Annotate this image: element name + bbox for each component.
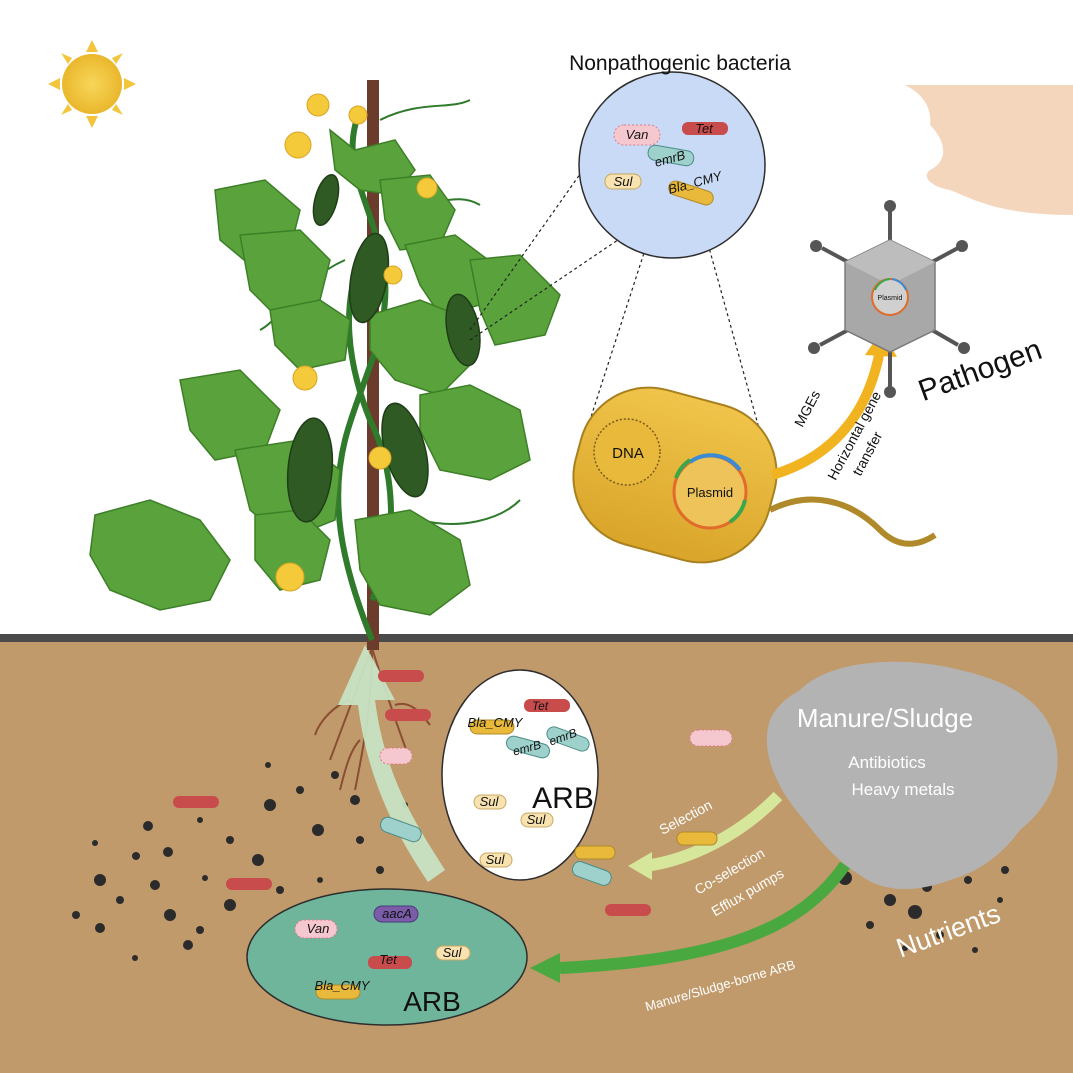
white-arb-bacteria [469, 699, 590, 868]
green-gene-aaca: aacA [382, 906, 412, 921]
hgt-arrow [770, 349, 885, 480]
manure-borne-arrowhead [530, 953, 560, 983]
green-gene-sul: Sul [443, 945, 463, 960]
phage-icon [808, 200, 970, 398]
plasmid-label: Plasmid [687, 485, 733, 500]
green-arb-label: ARB [403, 986, 461, 1017]
cucumbers [286, 173, 481, 523]
mges-label: MGEs [791, 388, 823, 430]
soil-bacteria [173, 670, 733, 916]
bacterium-bla [574, 845, 616, 860]
ground-line [0, 634, 1073, 642]
white-gene-tet: Tet [532, 699, 549, 713]
antibiotics-label: Antibiotics [848, 753, 925, 772]
sun-icon [48, 40, 136, 128]
cucumber-flowers [275, 93, 438, 592]
nonpathogenic-bacteria [604, 122, 728, 206]
white-gene-bla: Bla_CMY [468, 715, 524, 730]
bacterium-tet [378, 670, 424, 682]
white-arb-ellipse [441, 669, 599, 881]
plant-leaves [89, 128, 561, 616]
bacterium-emrb [380, 816, 422, 843]
white-gene-sul-3: Sul [486, 852, 506, 867]
human-face-icon [905, 85, 1073, 215]
bacterium-emrb [571, 861, 612, 886]
manure-sludge-blob [766, 661, 1058, 890]
bacterium-van [379, 747, 413, 765]
manure-title: Manure/Sludge [797, 703, 973, 733]
white-gene-sul-2: Sul [527, 812, 547, 827]
bacterium-van [689, 729, 733, 747]
bacterium-tet [226, 878, 272, 890]
nonpathogenic-circle [578, 71, 766, 259]
zoom-lines [469, 159, 766, 451]
green-gene-bla: Bla_CMY [315, 978, 371, 993]
bacterium-bla [676, 831, 718, 846]
white-arb-label: ARB [532, 782, 594, 815]
manure-borne-arrow [559, 861, 850, 974]
bacterium-cell [572, 386, 937, 564]
bacterium-tet [385, 709, 431, 721]
bacterium-tet [605, 904, 651, 916]
circle-gene-tet: Tet [695, 121, 714, 136]
heavy-metals-label: Heavy metals [852, 780, 955, 799]
green-gene-van: Van [307, 921, 330, 936]
selection-arrowhead [628, 852, 652, 880]
nonpathogenic-title: Nonpathogenic bacteria [569, 52, 791, 75]
uptake-arrow [338, 645, 445, 882]
phage-plasmid-label: Plasmid [878, 295, 903, 302]
circle-gene-sul: Sul [614, 174, 634, 189]
dna-label: DNA [612, 445, 644, 462]
pathogen-label: Pathogen [914, 333, 1046, 408]
circle-gene-van: Van [626, 127, 649, 142]
green-arb-bacteria [294, 905, 471, 1000]
bacterium-tet [173, 796, 219, 808]
white-gene-sul-1: Sul [480, 794, 500, 809]
green-gene-tet: Tet [379, 952, 398, 967]
